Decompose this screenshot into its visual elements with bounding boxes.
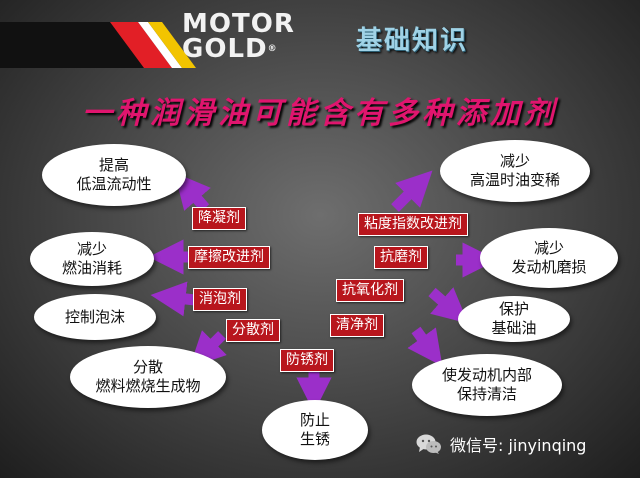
- node-rust-prevention: 防止 生锈: [262, 400, 368, 460]
- header: MOTOR GOLD® 基础知识: [0, 0, 640, 78]
- brand-logo: MOTOR GOLD®: [182, 9, 312, 64]
- arrow-low-temp: [174, 172, 211, 212]
- brand-reg: ®: [267, 44, 278, 54]
- tag-vi-improver: 粘度指数改进剂: [358, 213, 468, 236]
- footer-wechat-text: 微信号: jinyinqing: [450, 436, 587, 455]
- tag-rust-inhibitor: 防锈剂: [280, 349, 334, 372]
- arrow-antioxidant: [428, 287, 469, 324]
- tag-friction-modifier: 摩擦改进剂: [188, 246, 270, 269]
- node-reduce-fuel: 减少 燃油消耗: [30, 232, 154, 286]
- tag-antioxidant: 抗氧化剂: [336, 279, 404, 302]
- node-disperse-combustion: 分散 燃料燃烧生成物: [70, 346, 226, 408]
- tag-antiwear: 抗磨剂: [374, 246, 428, 269]
- page-title: 一种润滑油可能含有多种添加剂: [82, 96, 558, 131]
- node-protect-base-oil: 保护 基础油: [458, 296, 570, 342]
- arrow-dispersant: [189, 330, 227, 368]
- wechat-icon: [416, 434, 441, 454]
- node-high-temp-thinning: 减少 高温时油变稀: [440, 140, 590, 202]
- node-engine-clean: 使发动机内部 保持清洁: [412, 354, 562, 416]
- node-reduce-wear: 减少 发动机磨损: [480, 228, 618, 288]
- arrow-detergent: [407, 326, 443, 367]
- brand-stripes-graphic: [110, 22, 196, 68]
- footer-wechat: 微信号: jinyinqing: [416, 432, 586, 456]
- arrow-foam: [150, 281, 196, 317]
- node-low-temp-flow: 提高 低温流动性: [42, 144, 186, 206]
- brand-line1: MOTOR: [182, 9, 295, 39]
- tag-dispersant: 分散剂: [226, 319, 280, 342]
- arrow-viscosity: [391, 170, 433, 212]
- tag-detergent: 清净剂: [330, 314, 384, 337]
- brand-line2: GOLD: [182, 34, 268, 64]
- tag-pour-point-depressant: 降凝剂: [192, 207, 246, 230]
- tag-antifoam: 消泡剂: [193, 288, 247, 311]
- section-title: 基础知识: [356, 26, 469, 56]
- node-foam-control: 控制泡沫: [34, 294, 156, 340]
